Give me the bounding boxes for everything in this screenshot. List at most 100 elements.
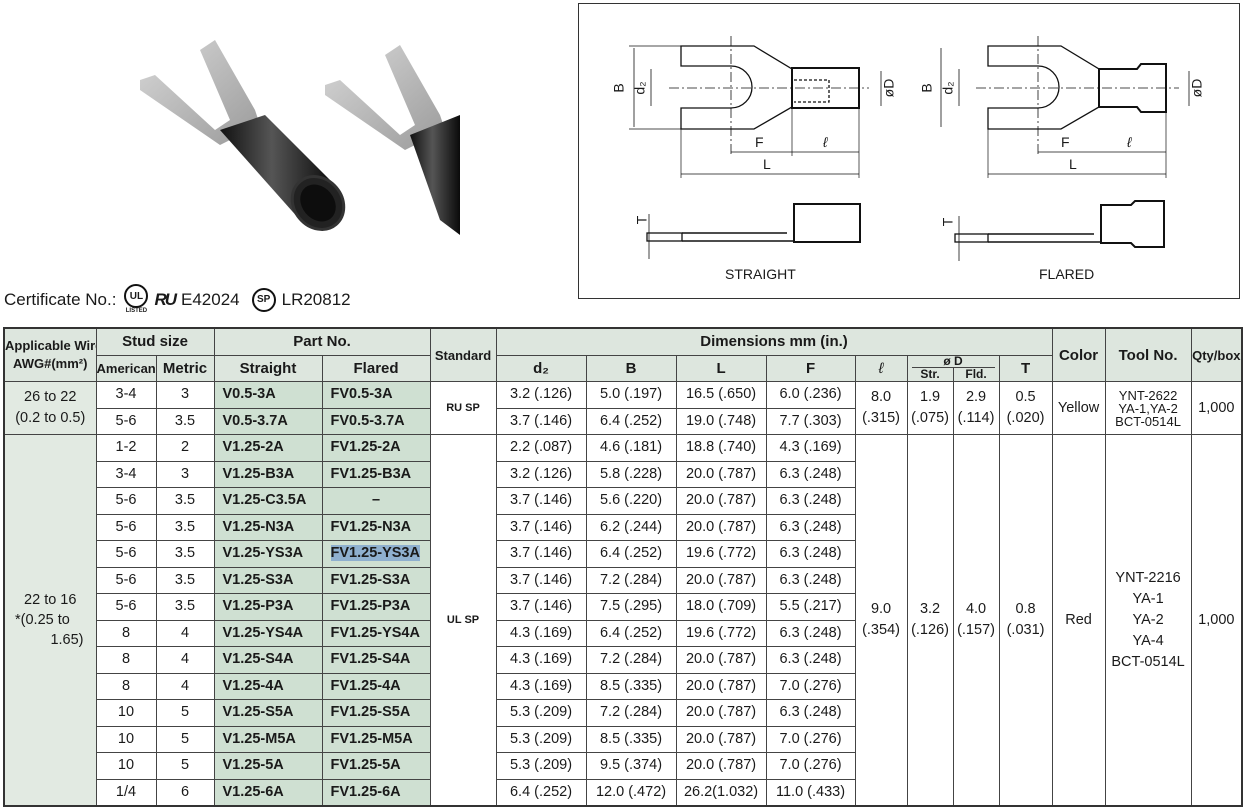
qty-cell: 1,000 — [1190, 381, 1243, 435]
B-cell: 6.4 (.252) — [585, 619, 677, 647]
L-cell: 20.0 (.787) — [675, 646, 767, 674]
color-cell: Yellow — [1051, 381, 1106, 435]
straight-part-cell: V1.25-B3A — [213, 460, 323, 488]
metric-cell: 4 — [155, 619, 215, 647]
metric-cell: 3.5 — [155, 593, 215, 621]
metric-cell: 5 — [155, 699, 215, 727]
american-cell: 8 — [95, 646, 157, 674]
l-cell: 9.0(.354) — [854, 434, 908, 807]
F-cell: 7.0 (.276) — [765, 752, 856, 780]
certificate-label: Certificate No.: — [4, 289, 117, 309]
dim-label-B-flared: B — [918, 83, 935, 93]
dim-label-T: T — [633, 215, 650, 225]
straight-part-cell: V1.25-M5A — [213, 725, 323, 753]
dim-label-L-flared: L — [1069, 156, 1077, 172]
l-cell: 8.0(.315) — [854, 381, 908, 435]
header-L: L — [675, 354, 767, 382]
F-cell: 4.3 (.169) — [765, 434, 856, 462]
B-cell: 7.2 (.284) — [585, 699, 677, 727]
header-straight: Straight — [213, 354, 323, 382]
dim-label-F: F — [755, 134, 764, 150]
dim-label-B: B — [610, 83, 627, 93]
L-cell: 19.0 (.748) — [675, 407, 767, 435]
flared-part-cell: FV1.25-YS3A — [321, 540, 431, 568]
product-photo — [140, 40, 460, 235]
d2-cell: 4.3 (.169) — [495, 672, 587, 700]
B-cell: 9.5 (.374) — [585, 752, 677, 780]
F-cell: 7.0 (.276) — [765, 672, 856, 700]
header-flared: Flared — [321, 354, 431, 382]
flared-part-cell: FV0.5-3.7A — [321, 407, 431, 435]
metric-cell: 4 — [155, 646, 215, 674]
dim-label-l: ℓ — [823, 134, 828, 150]
straight-part-cell: V1.25-N3A — [213, 513, 323, 541]
american-cell: 10 — [95, 752, 157, 780]
table-row: 26 to 22(0.2 to 0.5) 3-4 3 V0.5-3A FV0.5… — [3, 381, 1243, 435]
american-cell: 3-4 — [95, 460, 157, 488]
d2-cell: 5.3 (.209) — [495, 725, 587, 753]
L-cell: 20.0 (.787) — [675, 752, 767, 780]
header-standard: Standard — [429, 327, 497, 382]
flared-part-cell: FV0.5-3A — [321, 381, 431, 409]
F-cell: 6.3 (.248) — [765, 487, 856, 515]
L-cell: 16.5 (.650) — [675, 381, 767, 409]
dim-label-D: øD — [880, 78, 897, 98]
metric-cell: 3.5 — [155, 540, 215, 568]
d2-cell: 4.3 (.169) — [495, 646, 587, 674]
F-cell: 6.3 (.248) — [765, 460, 856, 488]
american-cell: 1-2 — [95, 434, 157, 462]
str-cell: 1.9(.075) — [906, 381, 954, 435]
dim-label-l-flared: ℓ — [1127, 134, 1132, 150]
fld-cell: 4.0(.157) — [952, 434, 1000, 807]
B-cell: 5.6 (.220) — [585, 487, 677, 515]
metric-cell: 5 — [155, 752, 215, 780]
straight-part-cell: V1.25-P3A — [213, 593, 323, 621]
metric-cell: 3.5 — [155, 513, 215, 541]
ul-recognized-icon: RU — [154, 289, 177, 309]
certificate-line: Certificate No.: UL LISTED RU E42024 SP … — [4, 284, 351, 315]
F-cell: 7.0 (.276) — [765, 725, 856, 753]
L-cell: 20.0 (.787) — [675, 725, 767, 753]
straight-part-cell: V1.25-2A — [213, 434, 323, 462]
header-str: Str. — [908, 367, 954, 381]
header-B: B — [585, 354, 677, 382]
d2-cell: 3.7 (.146) — [495, 540, 587, 568]
metric-cell: 3.5 — [155, 487, 215, 515]
B-cell: 7.2 (.284) — [585, 646, 677, 674]
straight-part-cell: V1.25-YS3A — [213, 540, 323, 568]
straight-part-cell: V0.5-3.7A — [213, 407, 323, 435]
straight-part-cell: V1.25-S4A — [213, 646, 323, 674]
dimension-diagram: B d₂ øD F ℓ L B d₂ øD F ℓ L T T STRAIGHT… — [578, 3, 1240, 299]
header-T: T — [998, 354, 1053, 382]
F-cell: 7.7 (.303) — [765, 407, 856, 435]
F-cell: 6.3 (.248) — [765, 513, 856, 541]
flared-part-cell: FV1.25-4A — [321, 672, 431, 700]
B-cell: 6.4 (.252) — [585, 540, 677, 568]
qty-cell: 1,000 — [1190, 434, 1243, 807]
ru-csa-standard-icons: RU SP — [429, 381, 497, 435]
header-d2: d₂ — [495, 354, 587, 382]
header-stud-size: Stud size — [95, 327, 215, 356]
metric-cell: 3 — [155, 460, 215, 488]
B-cell: 8.5 (.335) — [585, 725, 677, 753]
fld-cell: 2.9(.114) — [952, 381, 1000, 435]
ul-listed-icon: UL LISTED — [124, 284, 149, 315]
straight-top-view — [629, 36, 882, 178]
metric-cell: 3 — [155, 381, 215, 409]
metric-cell: 4 — [155, 672, 215, 700]
F-cell: 6.3 (.248) — [765, 699, 856, 727]
straight-part-cell: V1.25-6A — [213, 778, 323, 807]
wire-size-cell: 26 to 22(0.2 to 0.5) — [3, 381, 97, 435]
F-cell: 5.5 (.217) — [765, 593, 856, 621]
american-cell: 5-6 — [95, 407, 157, 435]
header-part-no: Part No. — [213, 327, 431, 356]
